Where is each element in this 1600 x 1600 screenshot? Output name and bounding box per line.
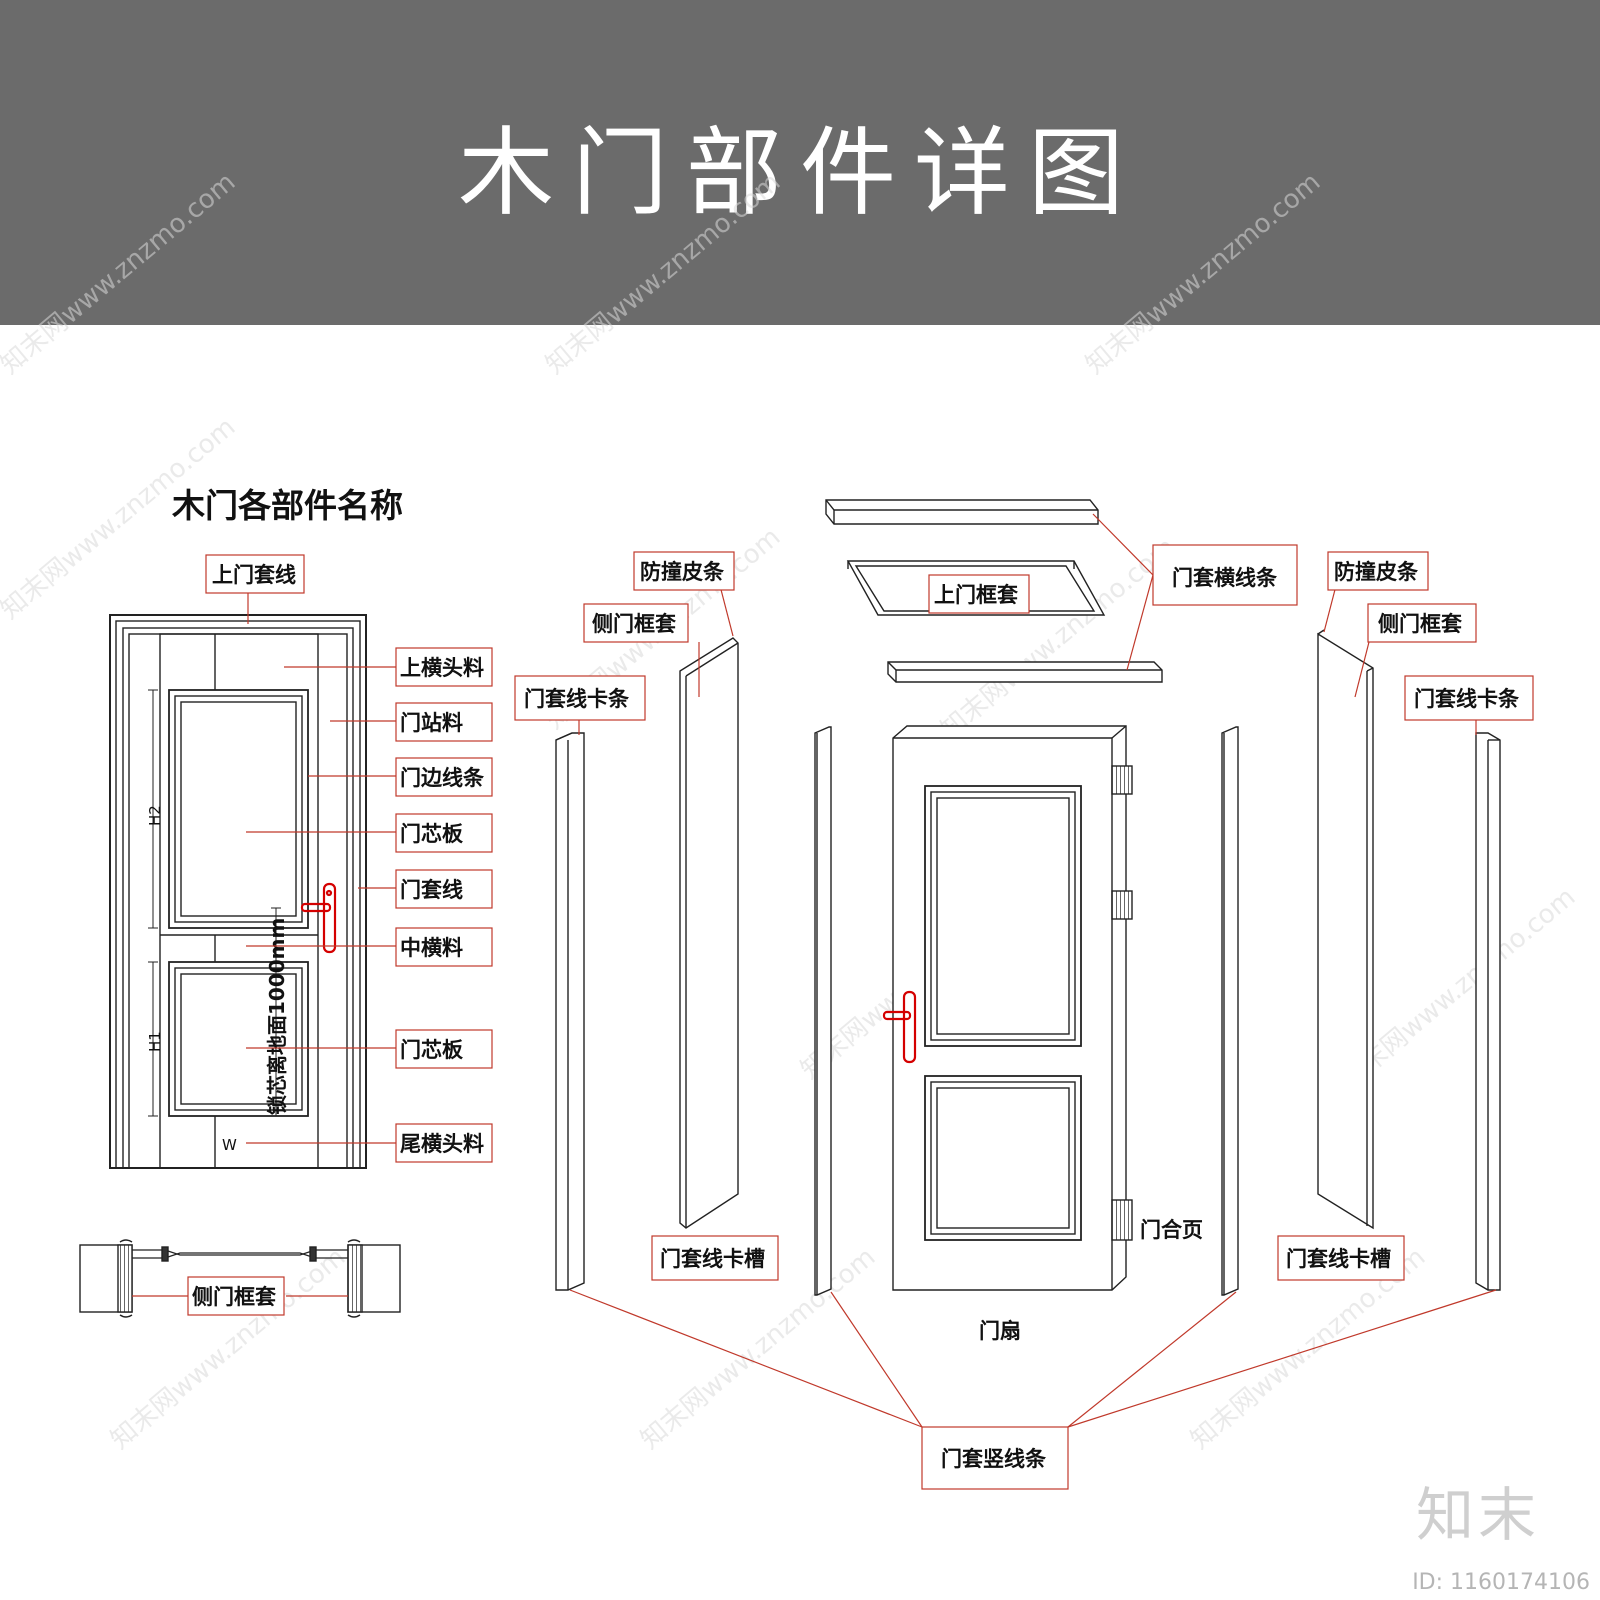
label-horizontal-casing: 门套横线条 [1172, 566, 1278, 590]
label-top-casing: 上门套线 [212, 563, 296, 587]
watermark: 知末网www.znzmo.com [0, 167, 241, 380]
door-elevation [109, 614, 367, 1169]
label-casing: 门套线 [400, 878, 463, 902]
label-top-rail: 上横头料 [400, 656, 484, 680]
label-vertical-casing: 门套竖线条 [941, 1447, 1047, 1471]
door-handle [300, 882, 337, 954]
label-edge-molding: 门边线条 [400, 766, 485, 790]
lock-height-label: 锁芯离地面1000mm [265, 918, 289, 1115]
page-title: 木门部件详图 [458, 117, 1142, 229]
label-clip-strip-right: 门套线卡条 [1414, 687, 1520, 711]
label-bumper-right: 防撞皮条 [1334, 560, 1419, 584]
h1-label: H1 [146, 1031, 164, 1052]
watermark: 知末网www.znzmo.com [540, 167, 786, 380]
label-lower-panel: 门芯板 [400, 1038, 464, 1062]
label-hinge: 门合页 [1140, 1218, 1203, 1242]
label-side-frame-right: 侧门框套 [1378, 612, 1462, 636]
label-bottom-rail: 尾横头料 [400, 1132, 484, 1156]
exploded-label-boxes: 防撞皮条 侧门框套 门套线卡条 上门框套 门套横线条 防撞皮条 侧门框套 门套线… [514, 544, 1534, 1490]
door-handle-exploded [882, 990, 917, 1064]
label-box [187, 1276, 285, 1316]
label-bumper-left: 防撞皮条 [640, 560, 725, 584]
left-leader-lines [246, 593, 396, 1144]
watermark: 知末网www.znzmo.com [1080, 167, 1326, 380]
watermark: 知末网www.znzmo.com [105, 1242, 351, 1455]
brand-logo: 知末 [1415, 1481, 1540, 1549]
image-id: ID: 1160174106 [1412, 1570, 1590, 1595]
label-upper-panel: 门芯板 [400, 822, 464, 846]
label-middle-rail: 中横料 [400, 936, 463, 960]
title-banner: 木门部件详图 [0, 0, 1600, 325]
label-groove-right: 门套线卡槽 [1286, 1247, 1391, 1271]
section-title: 木门各部件名称 [171, 486, 403, 525]
w-label: W [222, 1136, 237, 1154]
label-side-frame-section: 侧门框套 [192, 1285, 276, 1309]
h2-label: H2 [146, 805, 164, 826]
label-stile: 门站料 [400, 711, 463, 735]
label-clip-strip-left: 门套线卡条 [524, 687, 630, 711]
left-label-boxes: 上门套线 上横头料 门站料 门边线条 门芯板 门套线 中横料 门芯板 尾横头料 [205, 554, 493, 1163]
door-section-view [79, 1239, 401, 1318]
label-groove-left: 门套线卡槽 [660, 1247, 765, 1271]
label-side-frame-left: 侧门框套 [592, 612, 676, 636]
exploded-leader-lines [569, 513, 1497, 1428]
label-door-leaf: 门扇 [979, 1319, 1021, 1343]
label-top-frame: 上门框套 [934, 583, 1018, 607]
